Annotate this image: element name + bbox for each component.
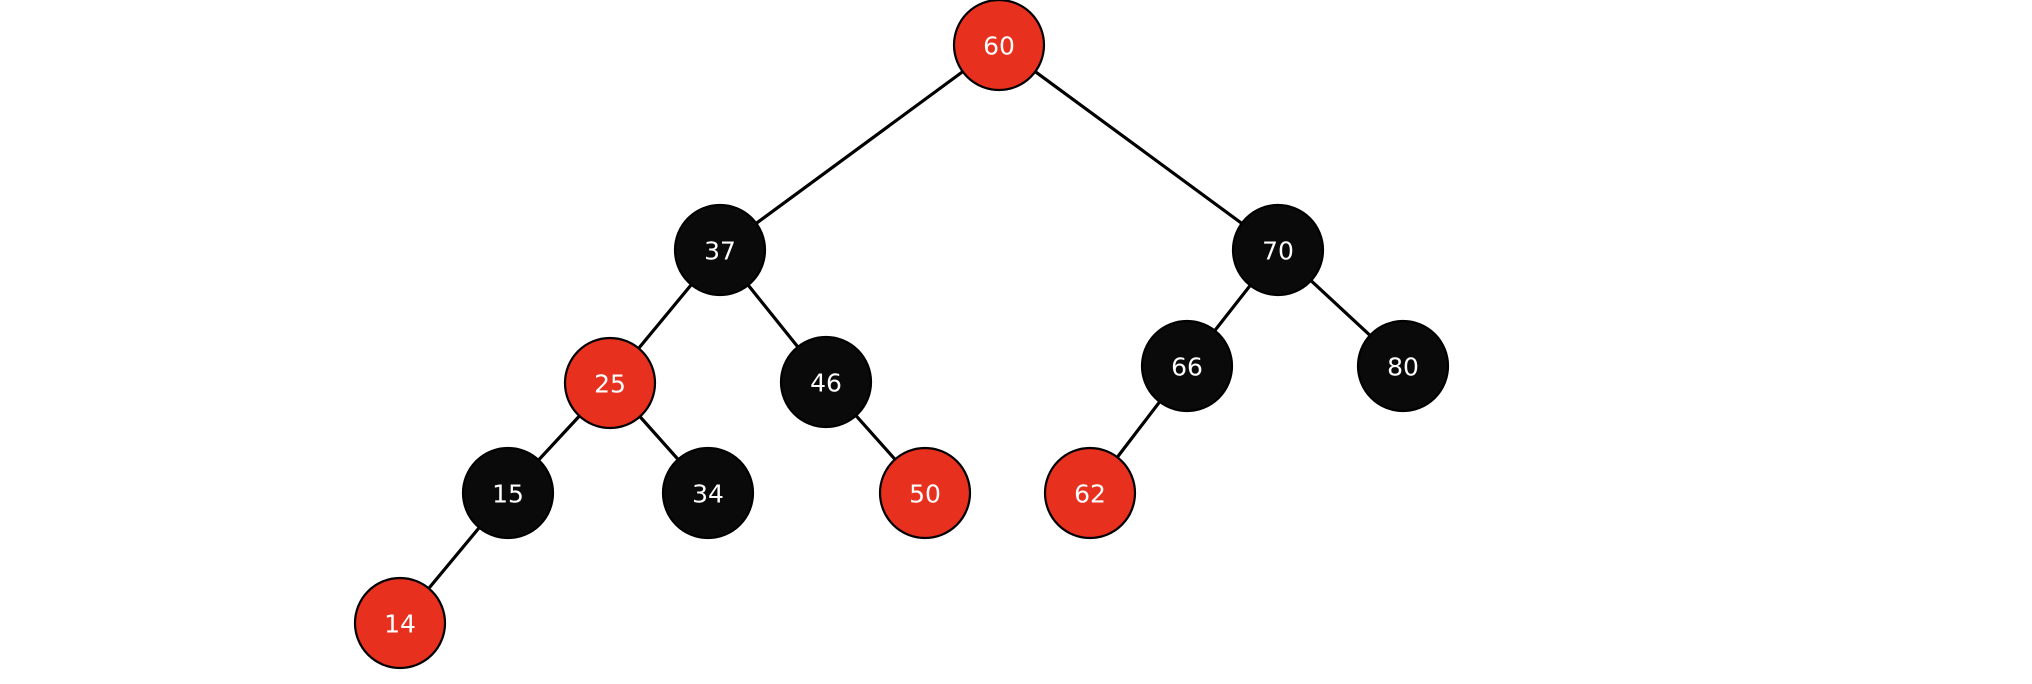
tree-node[interactable]: 80 — [1356, 319, 1450, 413]
edges-layer — [398, 43, 1405, 625]
tree-node[interactable]: 14 — [353, 576, 447, 670]
tree-node[interactable]: 15 — [461, 446, 555, 540]
node-circle[interactable] — [1043, 446, 1137, 540]
node-circle[interactable] — [1356, 319, 1450, 413]
tree-node[interactable]: 62 — [1043, 446, 1137, 540]
node-circle[interactable] — [673, 203, 767, 297]
node-circle[interactable] — [878, 446, 972, 540]
nodes-layer: 60 37 70 25 46 66 80 15 34 50 62 14 — [353, 0, 1450, 670]
tree-node[interactable]: 70 — [1231, 203, 1325, 297]
node-circle[interactable] — [661, 446, 755, 540]
tree-node[interactable]: 25 — [563, 336, 657, 430]
tree-node[interactable]: 50 — [878, 446, 972, 540]
tree-node[interactable]: 34 — [661, 446, 755, 540]
node-circle[interactable] — [461, 446, 555, 540]
node-circle[interactable] — [1140, 319, 1234, 413]
node-circle[interactable] — [779, 335, 873, 429]
tree-node[interactable]: 46 — [779, 335, 873, 429]
node-circle[interactable] — [563, 336, 657, 430]
tree-edge — [718, 43, 1001, 252]
tree-node[interactable]: 60 — [952, 0, 1046, 92]
tree-node[interactable]: 66 — [1140, 319, 1234, 413]
node-circle[interactable] — [1231, 203, 1325, 297]
node-circle[interactable] — [952, 0, 1046, 92]
node-circle[interactable] — [353, 576, 447, 670]
tree-edge — [997, 43, 1280, 252]
tree-node[interactable]: 37 — [673, 203, 767, 297]
